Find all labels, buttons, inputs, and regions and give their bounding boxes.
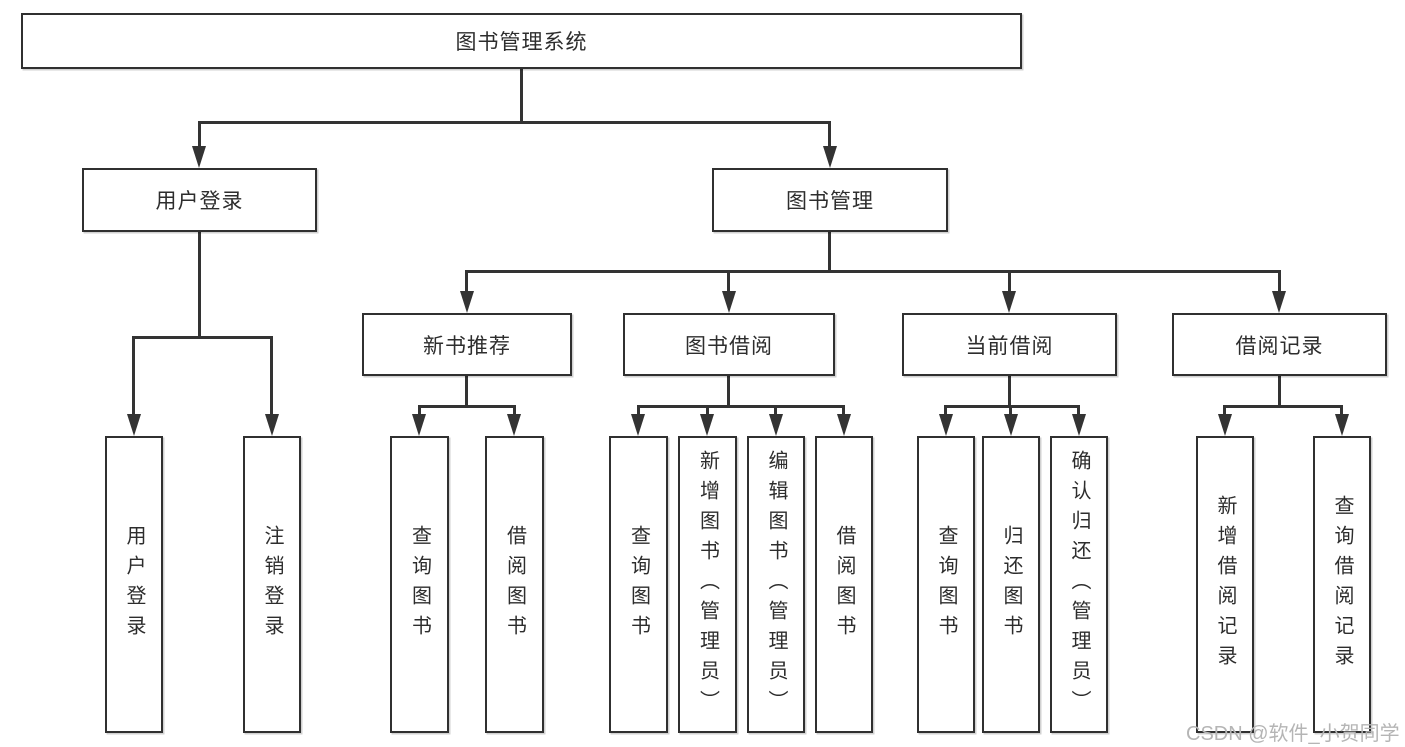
leaf-cb-confirm-return-admin: 确认归还（管理员） bbox=[1050, 436, 1108, 733]
connector-line bbox=[637, 405, 640, 418]
connector-line bbox=[132, 336, 135, 418]
arrowhead-down-icon bbox=[192, 146, 206, 168]
leaf-logout: 注销登录 bbox=[243, 436, 301, 733]
connector-line bbox=[1008, 270, 1011, 293]
connector-line bbox=[198, 121, 831, 124]
node-book-borrowing: 图书借阅 bbox=[623, 313, 835, 376]
connector-line bbox=[198, 232, 201, 338]
connector-line bbox=[418, 405, 421, 418]
connector-line bbox=[132, 336, 273, 339]
connector-line bbox=[520, 69, 523, 123]
leaf-nb-query-books: 查询图书 bbox=[390, 436, 449, 733]
node-new-book-recommendation: 新书推荐 bbox=[362, 313, 572, 376]
leaf-br-query-record: 查询借阅记录 bbox=[1313, 436, 1371, 733]
arrowhead-down-icon bbox=[1335, 414, 1349, 436]
arrowhead-down-icon bbox=[1218, 414, 1232, 436]
leaf-nb-borrow-books: 借阅图书 bbox=[485, 436, 544, 733]
connector-line bbox=[1008, 376, 1011, 407]
connector-line bbox=[944, 405, 1080, 408]
connector-line bbox=[727, 376, 730, 407]
leaf-bb-borrow-books: 借阅图书 bbox=[815, 436, 873, 733]
connector-line bbox=[465, 376, 468, 407]
arrowhead-down-icon bbox=[939, 414, 953, 436]
connector-line bbox=[1340, 405, 1343, 418]
leaf-br-add-record: 新增借阅记录 bbox=[1196, 436, 1254, 733]
connector-line bbox=[828, 121, 831, 150]
connector-line bbox=[513, 405, 516, 418]
connector-line bbox=[1223, 405, 1226, 418]
connector-line bbox=[270, 336, 273, 418]
arrowhead-down-icon bbox=[1272, 291, 1286, 313]
leaf-cb-query-books: 查询图书 bbox=[917, 436, 975, 733]
arrowhead-down-icon bbox=[1004, 414, 1018, 436]
leaf-bb-query-books: 查询图书 bbox=[609, 436, 668, 733]
node-root-system: 图书管理系统 bbox=[21, 13, 1022, 69]
node-user-login: 用户登录 bbox=[82, 168, 317, 232]
connector-line bbox=[465, 270, 1281, 273]
leaf-cb-return-books: 归还图书 bbox=[982, 436, 1040, 733]
arrowhead-down-icon bbox=[1072, 414, 1086, 436]
connector-line bbox=[1223, 405, 1343, 408]
connector-line bbox=[465, 270, 468, 293]
connector-line bbox=[198, 121, 201, 150]
connector-line bbox=[1077, 405, 1080, 418]
leaf-bb-edit-books-admin: 编辑图书（管理员） bbox=[747, 436, 805, 733]
connector-line bbox=[1278, 270, 1281, 293]
arrowhead-down-icon bbox=[1002, 291, 1016, 313]
arrowhead-down-icon bbox=[837, 414, 851, 436]
node-book-management: 图书管理 bbox=[712, 168, 948, 232]
node-borrowing-records: 借阅记录 bbox=[1172, 313, 1387, 376]
arrowhead-down-icon bbox=[722, 291, 736, 313]
arrowhead-down-icon bbox=[507, 414, 521, 436]
connector-line bbox=[828, 232, 831, 273]
arrowhead-down-icon bbox=[700, 414, 714, 436]
connector-line bbox=[418, 405, 516, 408]
leaf-bb-add-books-admin: 新增图书（管理员） bbox=[678, 436, 737, 733]
connector-line bbox=[842, 405, 845, 418]
connector-line bbox=[944, 405, 947, 418]
connector-line bbox=[706, 405, 709, 418]
connector-line bbox=[774, 405, 777, 418]
arrowhead-down-icon bbox=[631, 414, 645, 436]
arrowhead-down-icon bbox=[769, 414, 783, 436]
arrowhead-down-icon bbox=[460, 291, 474, 313]
leaf-user-login: 用户登录 bbox=[105, 436, 163, 733]
connector-line bbox=[637, 405, 845, 408]
connector-line bbox=[1278, 376, 1281, 407]
watermark: CSDN @软件_小贺同学 bbox=[1186, 723, 1400, 745]
node-current-borrowing: 当前借阅 bbox=[902, 313, 1117, 376]
arrowhead-down-icon bbox=[412, 414, 426, 436]
connector-line bbox=[727, 270, 730, 293]
arrowhead-down-icon bbox=[127, 414, 141, 436]
arrowhead-down-icon bbox=[265, 414, 279, 436]
arrowhead-down-icon bbox=[823, 146, 837, 168]
connector-line bbox=[1009, 405, 1012, 418]
